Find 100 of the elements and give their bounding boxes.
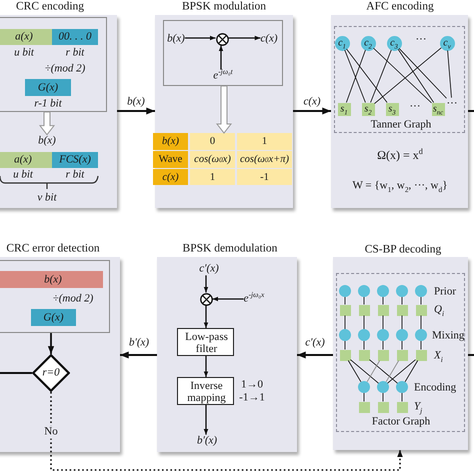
table-cell: -1 — [237, 169, 292, 185]
connector-line — [398, 48, 434, 103]
table-cell: 0 — [190, 133, 235, 150]
connector-line — [468, 354, 474, 356]
panel-title: BPSK modulation — [182, 0, 266, 14]
row-label: Q$_{i}$ — [434, 304, 444, 316]
connector-line — [344, 315, 346, 330]
process-block — [177, 377, 234, 405]
field-label: b(x) — [44, 273, 62, 286]
connector-line — [420, 340, 422, 350]
ellipsis-label: ··· — [446, 98, 458, 110]
connector-line — [344, 340, 346, 350]
node-label: c$_{v}$ — [443, 36, 451, 48]
connector-line — [344, 296, 346, 305]
operation-frame — [0, 260, 110, 333]
panel-title: CS-BP decoding — [364, 243, 442, 257]
row-label: Encoding — [414, 382, 456, 394]
table-cell: 1 — [190, 169, 235, 185]
arrow — [218, 46, 224, 70]
arrow — [120, 352, 157, 358]
signal-label: e$^{-jω₀t}$ — [213, 70, 233, 82]
connector-line — [369, 359, 398, 384]
arrow — [204, 356, 208, 377]
bit-length-label: r bit — [66, 168, 84, 182]
node-label: s$_{nc}$ — [432, 102, 444, 114]
bit-field-bar — [0, 29, 52, 45]
bit-length-label: u bit — [13, 168, 33, 182]
node-label: c$_{2}$ — [364, 36, 372, 48]
connector-line — [382, 340, 384, 350]
arrow — [184, 36, 216, 40]
signal-label: e$^{-jω₀x}$ — [244, 292, 264, 306]
mapping-rule-label: -1→1 — [239, 392, 265, 404]
node-label: s$_{2}$ — [364, 102, 372, 114]
bit-field-bar — [0, 271, 103, 288]
bit-field-bar — [52, 152, 98, 168]
connector-line — [382, 392, 384, 402]
table-cell: 1 — [237, 133, 292, 150]
signal-label: c′(x) — [199, 262, 219, 276]
row-label: Prior — [434, 286, 456, 298]
arrow — [204, 405, 208, 435]
formula-label: Ω(x) = x$^{d}$ — [377, 149, 423, 163]
signal-label: c(x) — [260, 32, 278, 46]
operation-frame — [0, 17, 107, 112]
connector-line — [346, 48, 388, 103]
division-label: ÷(mod 2) — [44, 62, 86, 76]
arrow — [293, 108, 331, 114]
arrow — [204, 275, 208, 292]
graph-caption: Factor Graph — [372, 416, 430, 428]
signal-label: b(x) — [38, 134, 56, 148]
node-label: c$_{1}$ — [338, 36, 346, 48]
connector-line — [382, 296, 384, 305]
ellipsis-label: ··· — [416, 34, 426, 46]
arrow — [117, 108, 155, 114]
connector-line — [447, 50, 452, 98]
node-label: s$_{1}$ — [340, 102, 348, 114]
table-cell: b(x) — [153, 133, 188, 150]
bit-length-label: r-1 bit — [34, 98, 62, 110]
connector-line — [382, 315, 384, 330]
edge-label: b(x) — [126, 96, 146, 108]
field-label: FCS(x) — [59, 154, 91, 166]
panel-title: BPSK demodulation — [182, 242, 278, 256]
row-label: Mixing — [432, 330, 464, 342]
row-label: X$_{i}$ — [434, 350, 443, 362]
field-label: G(x) — [43, 311, 64, 324]
table-cell: Wave — [153, 151, 188, 168]
row-label: Y$_{j}$ — [414, 400, 422, 414]
connector-line — [0, 372, 32, 374]
panel-title: CRC encoding — [16, 0, 84, 14]
node-label: c$_{3}$ — [390, 36, 398, 48]
bit-field-bar — [52, 29, 98, 45]
field-label: G(x) — [38, 81, 58, 94]
node-label: s$_{3}$ — [388, 102, 396, 114]
graph-caption: Tanner Graph — [370, 118, 432, 132]
arrow — [48, 333, 54, 354]
field-label: a(x) — [15, 30, 33, 44]
connector-line — [373, 48, 432, 104]
panel-title: CRC error detection — [6, 242, 100, 256]
connector-line — [374, 47, 442, 104]
hollow-arrow — [38, 112, 56, 136]
panel-title: AFC encoding — [366, 0, 434, 14]
table-cell: c(x) — [153, 169, 188, 185]
condition-label: r=0 — [42, 366, 60, 380]
connector-line — [370, 50, 392, 103]
process-block — [177, 328, 234, 356]
operation-frame — [163, 20, 283, 86]
field-label: 00. . . 0 — [58, 30, 92, 44]
edge-label: c(x) — [302, 96, 322, 108]
bit-field-bar — [31, 309, 76, 326]
edge-label: c′(x) — [304, 336, 326, 350]
connector-line — [468, 110, 474, 112]
connector-line — [366, 360, 380, 382]
hollow-arrow — [216, 86, 232, 134]
connector-line — [420, 315, 422, 330]
connector-line — [386, 360, 400, 382]
connector-line — [350, 359, 379, 384]
connector-line — [404, 360, 418, 382]
signal-label: b(x) — [167, 32, 185, 46]
field-label: a(x) — [14, 154, 32, 166]
block-label: Inverse mapping — [186, 380, 227, 404]
bit-field-bar — [25, 79, 71, 96]
